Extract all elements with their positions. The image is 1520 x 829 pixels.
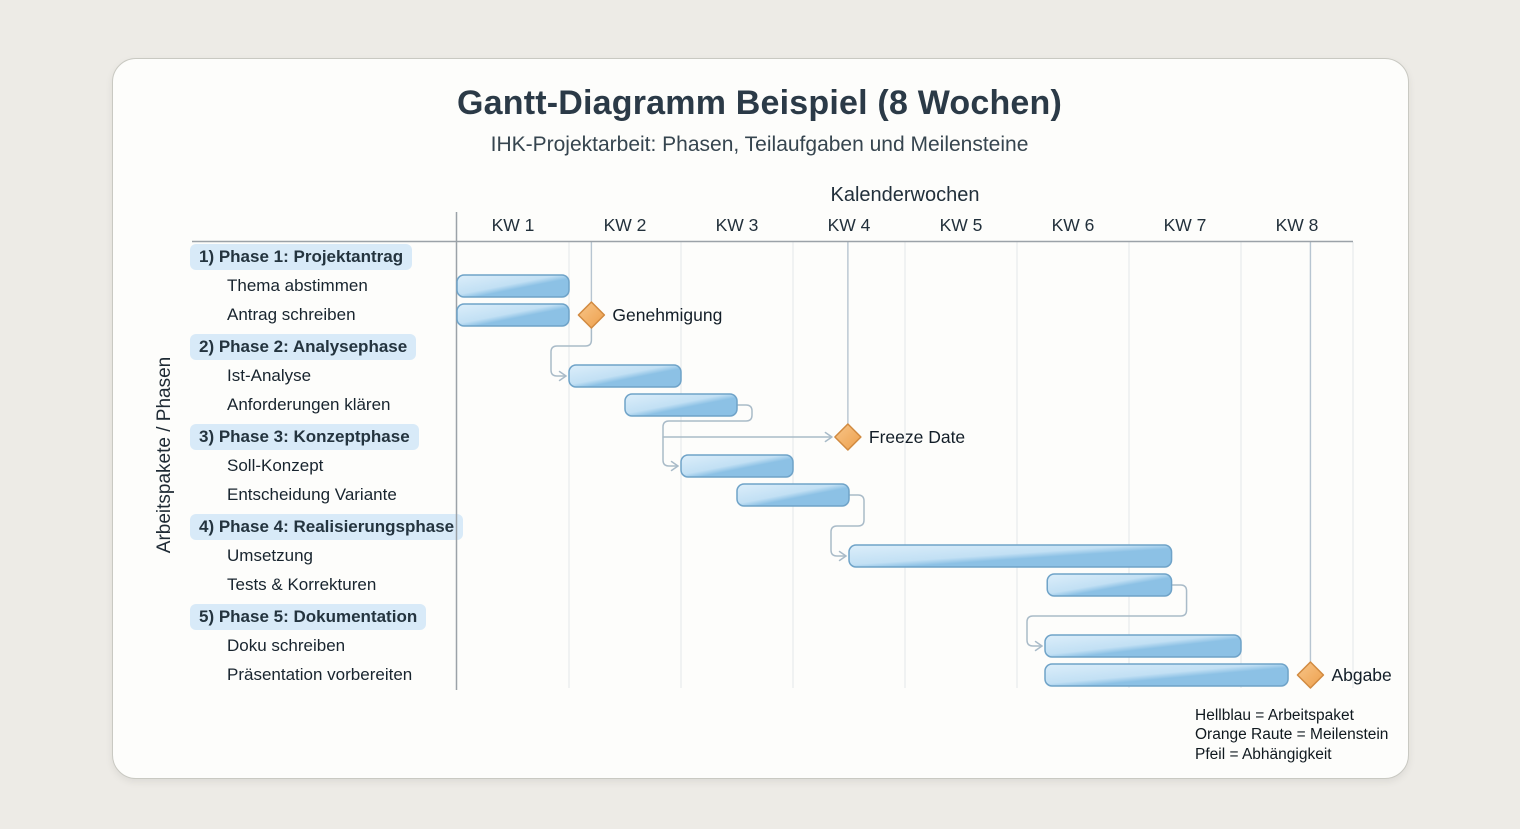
dependency-arrow <box>830 494 865 557</box>
task-bar <box>456 303 570 327</box>
x-axis-tick-label: KW 3 <box>716 215 759 235</box>
task-row-label: Entscheidung Variante <box>227 485 397 504</box>
task-row-label: Umsetzung <box>227 546 313 565</box>
task-bar <box>680 454 794 478</box>
milestone-label: Genehmigung <box>612 305 722 325</box>
chart-card <box>112 58 1409 779</box>
task-row-label: Anforderungen klären <box>227 395 391 414</box>
dependency-arrow <box>550 327 593 377</box>
task-bar <box>624 393 738 417</box>
phase-row-label: 2) Phase 2: Analysephase <box>190 334 417 360</box>
task-bar <box>848 544 1173 568</box>
milestone-diamond <box>834 423 862 451</box>
task-row-label: Ist-Analyse <box>227 366 312 385</box>
dependency-arrow <box>662 404 753 467</box>
task-row-label: Präsentation vorbereiten <box>227 665 413 684</box>
task-row-label: Antrag schreiben <box>227 305 356 324</box>
phase-row-label: 4) Phase 4: Realisierungsphase <box>190 514 464 540</box>
task-bar <box>1046 573 1173 597</box>
task-bar <box>456 274 570 298</box>
task-row-label: Thema abstimmen <box>227 276 368 295</box>
task-bar <box>1044 634 1242 658</box>
x-axis-tick-label: KW 1 <box>492 215 535 235</box>
dependency-arrow <box>1026 584 1188 647</box>
legend-line-workpackage: Hellblau = Arbeitspaket <box>1195 707 1354 724</box>
legend: Hellblau = Arbeitspaket Orange Raute = M… <box>1195 706 1388 764</box>
legend-line-milestone: Orange Raute = Meilenstein <box>1195 726 1389 744</box>
milestone-label: Freeze Date <box>869 427 965 447</box>
legend-line-dependency: Pfeil = Abhängigkeit <box>1195 745 1332 763</box>
task-bar <box>1044 663 1289 687</box>
x-axis-tick-label: KW 6 <box>1052 215 1095 235</box>
x-axis-tick-label: KW 2 <box>604 215 647 235</box>
task-row-label: Tests & Korrekturen <box>227 575 377 594</box>
phase-row-label: 1) Phase 1: Projektantrag <box>190 244 413 270</box>
task-row-label: Soll-Konzept <box>227 456 324 475</box>
task-row-label: Doku schreiben <box>227 636 346 655</box>
chart-title: Gantt-Diagramm Beispiel (8 Wochen) <box>456 84 1063 122</box>
x-axis-title: Kalenderwochen <box>830 184 980 206</box>
x-axis-tick-label: KW 7 <box>1164 215 1207 235</box>
x-axis-tick-label: KW 4 <box>828 215 871 235</box>
phase-row-label: 3) Phase 3: Konzeptphase <box>190 424 419 450</box>
dependency-arrowhead <box>824 431 833 443</box>
milestone-diamond <box>1296 661 1325 689</box>
chart-subtitle: IHK-Projektarbeit: Phasen, Teilaufgaben … <box>490 133 1029 156</box>
milestone-label: Abgabe <box>1331 665 1391 685</box>
x-axis-tick-label: KW 5 <box>940 215 983 235</box>
task-bar <box>736 483 850 507</box>
phase-row-label: 5) Phase 5: Dokumentation <box>190 604 427 630</box>
milestone-diamond <box>577 301 606 329</box>
task-bar <box>568 364 682 388</box>
x-axis-tick-label: KW 8 <box>1276 215 1319 235</box>
